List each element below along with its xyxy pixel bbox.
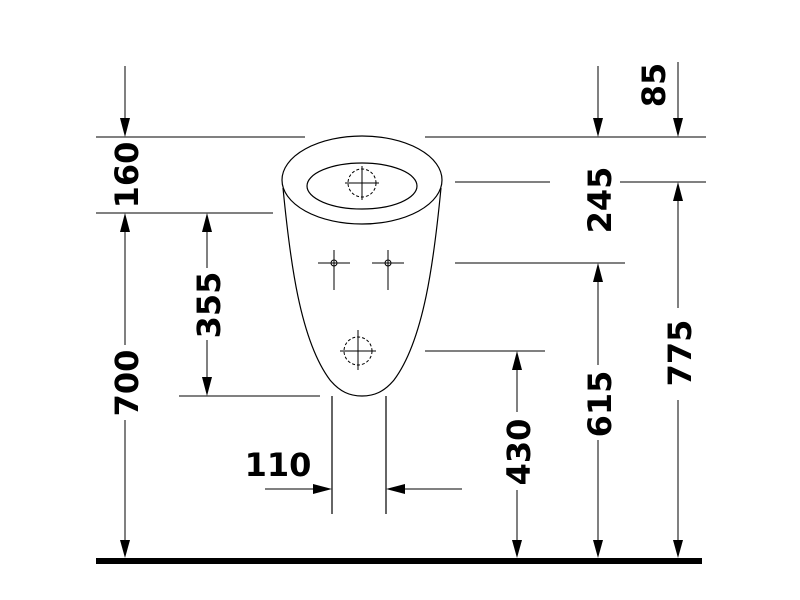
svg-text:615: 615 bbox=[581, 371, 619, 438]
svg-text:700: 700 bbox=[108, 350, 146, 417]
svg-text:430: 430 bbox=[500, 419, 538, 486]
svg-text:245: 245 bbox=[581, 167, 619, 234]
svg-text:110: 110 bbox=[245, 446, 312, 484]
floor-line bbox=[96, 558, 702, 564]
dimension-245: 245 bbox=[581, 66, 619, 233]
svg-text:85: 85 bbox=[635, 63, 673, 108]
svg-text:160: 160 bbox=[108, 142, 146, 209]
dimension-160: 160 bbox=[108, 66, 146, 208]
dimension-615: 615 bbox=[581, 263, 619, 558]
dimension-775: 775 bbox=[661, 182, 699, 558]
svg-text:355: 355 bbox=[190, 272, 228, 339]
dimension-430: 430 bbox=[500, 351, 538, 558]
dimension-700: 700 bbox=[108, 213, 146, 558]
svg-text:775: 775 bbox=[661, 320, 699, 387]
dimension-85: 85 bbox=[635, 62, 683, 137]
dimension-110: 110 bbox=[245, 446, 462, 494]
dimension-355: 355 bbox=[190, 213, 228, 396]
urinal-body bbox=[281, 135, 443, 397]
